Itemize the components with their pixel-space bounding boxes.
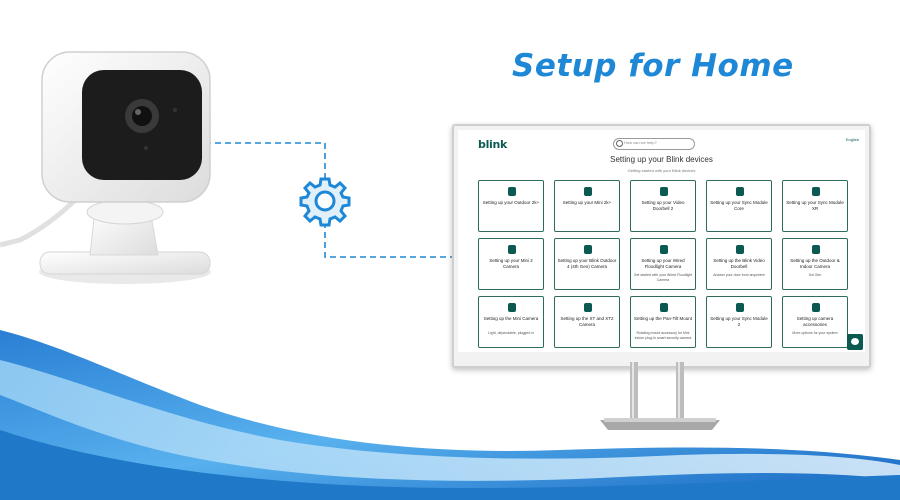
blink-logo[interactable]: blink — [478, 138, 508, 151]
card-subtitle: Answer your door from anywhere — [713, 273, 765, 277]
device-icon — [812, 303, 820, 312]
device-icon — [660, 303, 668, 312]
device-card-sync-module-core[interactable]: Setting up your Sync Module Core — [706, 180, 772, 232]
card-title: Setting up your Sync Module Core — [710, 200, 768, 211]
card-subtitle: Rotating mount accessory for Mini indoor… — [634, 331, 692, 340]
monitor: blink How can we help? English Setting u… — [452, 124, 871, 368]
security-camera-icon — [0, 51, 211, 284]
card-title: Setting up the Blink Video Doorbell — [713, 258, 765, 269]
card-title: Setting up camera accessories — [796, 316, 834, 327]
device-icon — [584, 303, 592, 312]
device-icon — [736, 245, 744, 254]
card-title: Setting up your Outdoor 2k+ — [482, 200, 540, 205]
site-header: blink How can we help? English — [458, 130, 865, 152]
device-icon — [660, 245, 668, 254]
device-icon — [584, 187, 592, 196]
card-title: Setting up your Wired Floodlight Camera — [641, 258, 685, 269]
device-card-mini-2[interactable]: Setting up your Mini 2 Camera — [478, 238, 544, 290]
card-subtitle: 3rd Gen — [808, 273, 822, 277]
device-card-xt-xt2[interactable]: Setting up the XT and XT2 Camera — [554, 296, 620, 348]
page-subtitle: Getting started with your Blink devices — [627, 168, 696, 173]
gear-icon — [299, 177, 351, 227]
device-card-video-doorbell-2[interactable]: Setting up your Video Doorbell 2 — [630, 180, 696, 232]
device-icon — [508, 187, 516, 196]
card-title: Setting up the XT and XT2 Camera — [560, 316, 614, 327]
device-icon — [736, 303, 744, 312]
device-icon — [736, 187, 744, 196]
device-icon — [812, 245, 820, 254]
monitor-stand — [600, 362, 720, 430]
card-subtitle: Light, dependable, plugged in — [488, 331, 534, 335]
device-card-outdoor-2k[interactable]: Setting up your Outdoor 2k+ — [478, 180, 544, 232]
search-input[interactable]: How can we help? — [613, 138, 695, 150]
device-card-mini-2k[interactable]: Setting up your Mini 2k+ — [554, 180, 620, 232]
card-title: Setting up your Blink Outdoor 4 (4th Gen… — [557, 258, 617, 269]
device-icon — [660, 187, 668, 196]
device-card-outdoor-4[interactable]: Setting up your Blink Outdoor 4 (4th Gen… — [554, 238, 620, 290]
page-headline: Setup for Home — [512, 48, 794, 84]
page-title: Setting up your Blink devices — [610, 155, 713, 164]
search-placeholder: How can we help? — [624, 140, 657, 145]
chat-icon[interactable] — [847, 334, 863, 350]
search-icon — [616, 140, 623, 147]
card-title: Setting up the Mini Camera — [483, 316, 539, 321]
device-icon — [584, 245, 592, 254]
card-title: Setting up your Video Doorbell 2 — [641, 200, 685, 211]
card-title: Setting up the Outdoor & Indoor Camera — [790, 258, 840, 269]
device-icon — [508, 303, 516, 312]
device-card-sync-module-xr[interactable]: Setting up your Sync Module XR — [782, 180, 848, 232]
card-title: Setting up the Pan-Tilt Mount — [633, 316, 693, 321]
card-title: Setting up your Sync Module XR — [786, 200, 844, 211]
language-selector[interactable]: English — [845, 137, 859, 142]
card-title: Setting up your Sync Module 2 — [710, 316, 768, 327]
device-icon — [508, 245, 516, 254]
device-card-outdoor-indoor[interactable]: Setting up the Outdoor & Indoor Camera 3r… — [782, 238, 848, 290]
device-grid: Setting up your Outdoor 2k+ Setting up y… — [478, 180, 848, 348]
card-subtitle: More options for your system — [792, 331, 838, 335]
card-title: Setting up your Mini 2 Camera — [489, 258, 533, 269]
device-icon — [812, 187, 820, 196]
monitor-screen: blink How can we help? English Setting u… — [458, 130, 865, 352]
card-subtitle: Get started with your Wired Floodlight C… — [633, 273, 693, 282]
card-title: Setting up your Mini 2k+ — [562, 200, 612, 205]
device-card-sync-module-2[interactable]: Setting up your Sync Module 2 — [706, 296, 772, 348]
